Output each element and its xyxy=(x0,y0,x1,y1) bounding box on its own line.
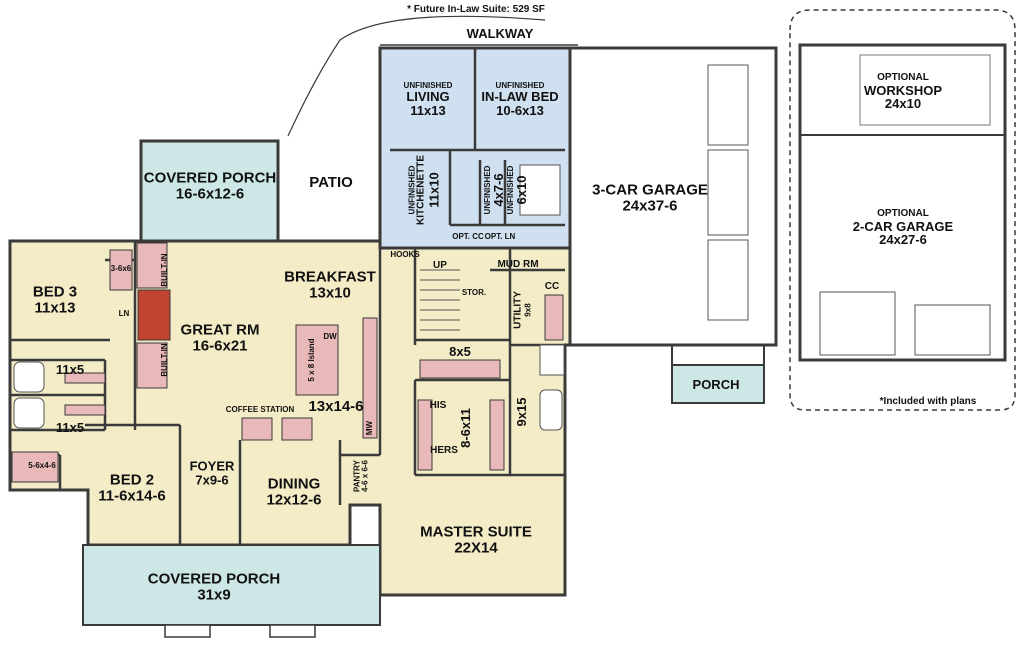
label-workshop: OPTIONAL WORKSHOP 24x10 xyxy=(864,72,942,112)
label-pantry: PANTRY 4-6 x 6-6 xyxy=(352,459,370,493)
label-master-suite: MASTER SUITE 22X14 xyxy=(420,523,532,556)
label-unfinished-living: UNFINISHED LIVING 11x13 xyxy=(403,81,453,119)
label-dw: DW xyxy=(323,331,337,341)
label-bed3: BED 3 11x13 xyxy=(32,283,78,316)
label-island: 5 x 8 Island xyxy=(306,338,316,382)
label-bed2: BED 2 11-6x14-6 xyxy=(98,471,166,504)
optional-garage-outline xyxy=(798,43,1007,362)
covered-porch-top-fill xyxy=(139,139,280,243)
builtins xyxy=(11,242,564,483)
label-foyer: FOYER 7x9-6 xyxy=(189,458,235,487)
note-leader-line xyxy=(287,15,546,137)
label-mw: MW xyxy=(364,420,374,436)
fireplace xyxy=(137,289,171,341)
label-hooks: HOOKS xyxy=(390,249,420,259)
optional-garage-boundary xyxy=(789,9,1016,411)
label-closet-3x6: 3-6x6 xyxy=(110,263,132,273)
label-inlaw-bed: UNFINISHED IN-LAW BED 10-6x13 xyxy=(481,81,559,119)
label-builtin-bottom: BUILT-IN xyxy=(159,343,169,377)
porch-small-fill xyxy=(671,364,765,404)
label-dining: DINING 12x12-6 xyxy=(266,475,322,508)
fixtures xyxy=(13,164,565,431)
label-great-rm: GREAT RM 16-6x21 xyxy=(180,321,260,354)
label-mud-rm: MUD RM xyxy=(497,258,539,270)
label-ln: LN xyxy=(118,308,130,318)
label-porch-small: PORCH xyxy=(692,377,740,393)
label-up: UP xyxy=(433,259,447,271)
label-closet-5x4: 5-6x4-6 xyxy=(28,460,56,470)
label-his: HIS xyxy=(429,399,447,411)
note-future-inlaw: * Future In-Law Suite: 529 SF xyxy=(407,3,545,15)
label-opt-cc: OPT. CC xyxy=(452,231,484,241)
label-cc: CC xyxy=(544,280,560,292)
label-master-bath: 9x15 xyxy=(514,397,530,427)
stairs xyxy=(420,269,460,331)
label-walkway: WALKWAY xyxy=(466,26,534,42)
label-kitchenette: UNFINISHED KITCHENETTE 11x10 xyxy=(407,155,442,225)
label-garage3: 3-CAR GARAGE 24x37-6 xyxy=(592,181,708,214)
label-bath2: 11x5 xyxy=(55,420,85,436)
label-bath1: 11x5 xyxy=(55,362,85,378)
label-garage2: OPTIONAL 2-CAR GARAGE 24x27-6 xyxy=(852,208,954,248)
note-included: *Included with plans xyxy=(879,395,977,407)
label-wic-8x5: 8x5 xyxy=(449,344,471,360)
label-wic-size: 8-6x11 xyxy=(458,408,474,448)
label-opt-ln: OPT. LN xyxy=(484,231,516,241)
label-stor: STOR. xyxy=(461,287,487,297)
label-patio: PATIO xyxy=(309,174,353,192)
label-coffee: COFFEE STATION xyxy=(225,404,295,414)
label-unf-closet: UNFINISHED 4x7-6 xyxy=(482,165,507,215)
label-unf-bath: UNFINISHED 6x10 xyxy=(505,165,530,215)
label-covered-porch-front: COVERED PORCH 31x9 xyxy=(147,570,281,603)
label-builtin-top: BUILT-IN xyxy=(159,253,169,287)
label-hers: HERS xyxy=(430,444,458,456)
inlaw-walls xyxy=(390,48,565,227)
label-breakfast: BREAKFAST 13x10 xyxy=(284,268,376,301)
label-utility: UTILITY 9x8 xyxy=(512,291,533,329)
label-kitchen-size: 13x14-6 xyxy=(308,398,364,416)
covered-porch-front-fill xyxy=(82,544,381,626)
label-covered-porch-top: COVERED PORCH 16-6x12-6 xyxy=(143,169,277,202)
